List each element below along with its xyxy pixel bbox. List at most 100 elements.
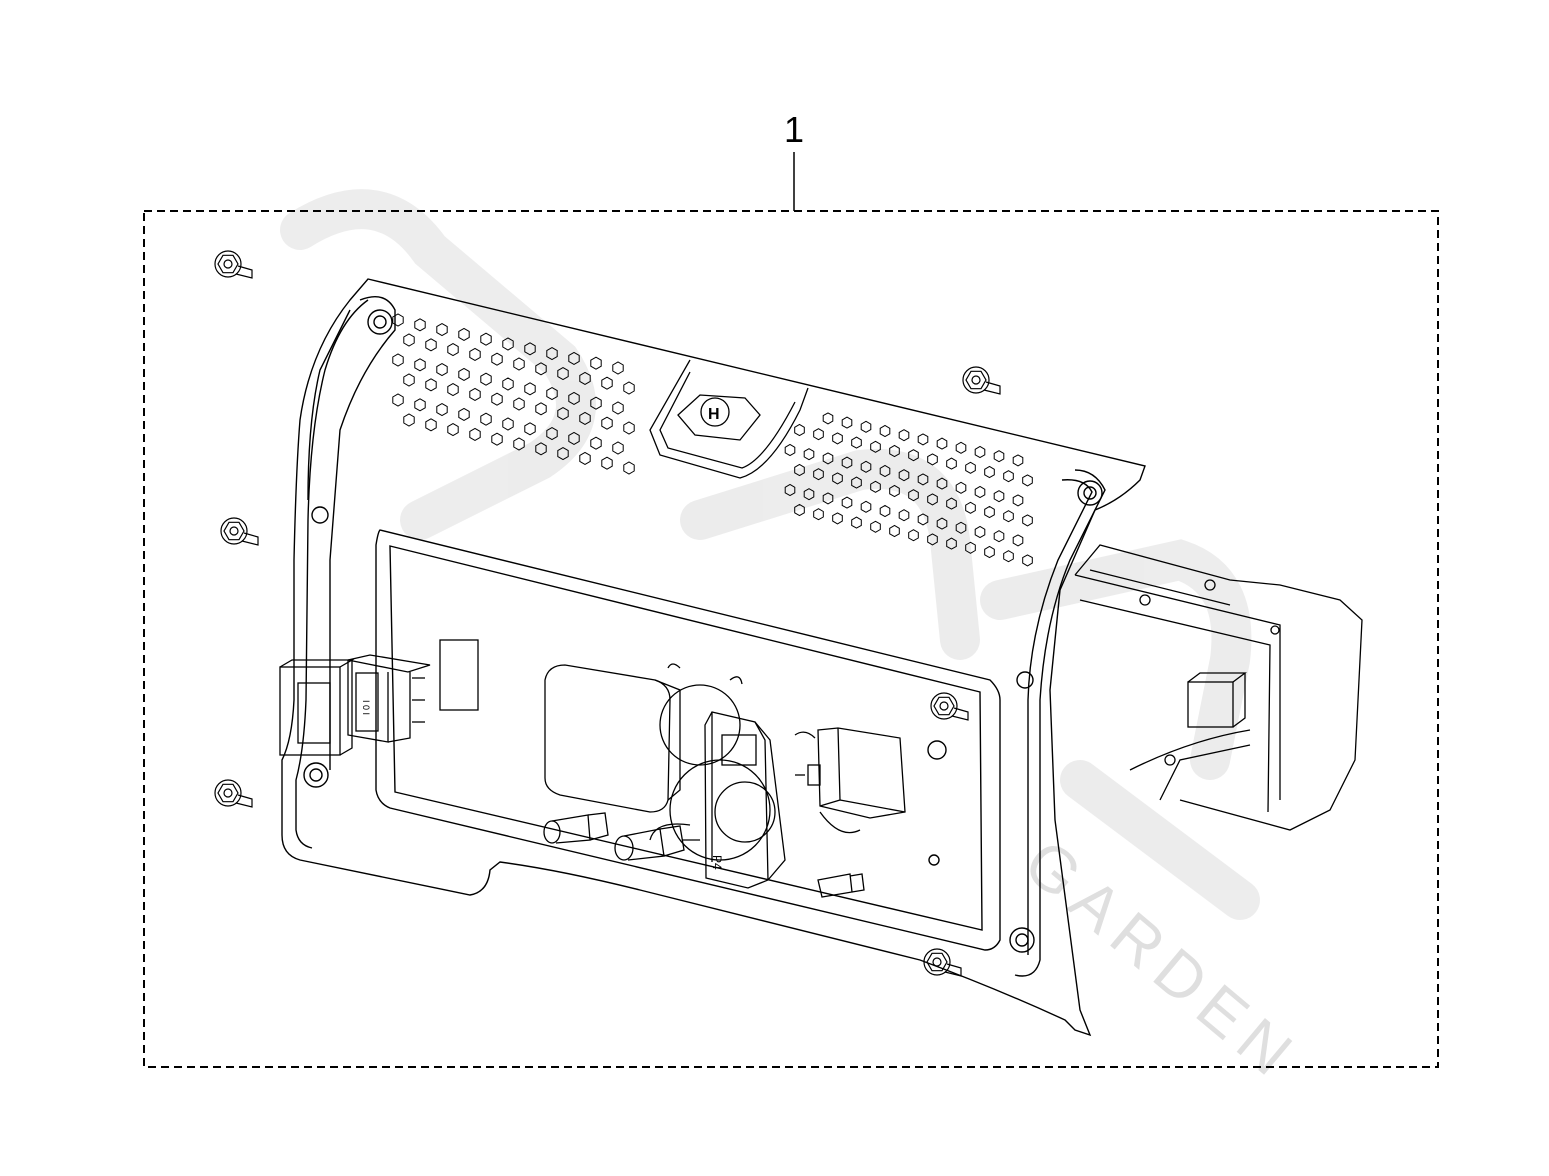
vent-hole — [832, 472, 843, 485]
vent-hole — [392, 353, 404, 367]
flange-bolt — [214, 250, 253, 279]
vent-hole — [870, 520, 881, 533]
vent-hole — [623, 381, 635, 395]
rear-housing — [1074, 544, 1363, 831]
flange-bolt — [220, 517, 259, 546]
vent-hole — [784, 443, 796, 457]
vent-hole — [889, 524, 900, 538]
vent-hole — [946, 457, 957, 470]
vent-hole — [425, 378, 437, 392]
vent-hole — [414, 398, 426, 412]
vent-hole — [965, 461, 976, 474]
vent-hole — [502, 337, 514, 351]
vent-hole — [623, 461, 635, 475]
vent-hole — [612, 401, 624, 415]
vent-hole — [414, 358, 426, 372]
flange-bolt — [962, 366, 1001, 395]
switch-marking: I 0 I — [361, 700, 371, 715]
vent-hole — [458, 327, 470, 341]
vent-hole — [392, 313, 404, 327]
vent-hole — [502, 377, 514, 391]
vent-hole — [803, 448, 815, 461]
pressure-switch — [794, 727, 906, 834]
vent-hole — [458, 407, 470, 421]
vent-hole — [601, 416, 613, 430]
vent-hole — [469, 387, 481, 401]
vent-hole — [889, 484, 900, 498]
vent-hole — [557, 447, 569, 461]
vent-hole — [974, 445, 986, 459]
trailer-socket: P4 — [704, 711, 786, 889]
vent-hole — [965, 541, 976, 554]
relay-box — [544, 664, 681, 813]
vent-hole — [436, 323, 448, 337]
vent-hole — [794, 463, 805, 477]
vent-hole — [784, 483, 796, 497]
logo-letter: H — [708, 406, 720, 423]
vent-hole — [1022, 554, 1033, 567]
vent-hole — [879, 504, 891, 518]
vent-hole — [524, 342, 536, 356]
vent-hole — [458, 367, 470, 381]
vent-hole — [1003, 510, 1014, 523]
vent-hole — [535, 402, 547, 416]
vent-hole — [822, 412, 834, 425]
vent-hole — [832, 512, 843, 525]
vent-hole — [927, 533, 938, 546]
brand-logo-badge: H — [649, 359, 809, 479]
vent-hole — [513, 357, 525, 371]
vent-hole — [1003, 470, 1014, 483]
vent-hole — [469, 347, 481, 361]
vent-hole — [480, 372, 492, 386]
vent-hole — [984, 545, 995, 559]
vent-hole — [965, 501, 976, 514]
vent-hole — [851, 436, 862, 449]
vent-hole — [889, 444, 900, 458]
vent-hole — [927, 453, 938, 466]
vent-hole — [436, 363, 448, 377]
vent-hole — [974, 525, 986, 539]
vent-hole — [860, 460, 872, 473]
vent-hole — [908, 489, 919, 502]
vent-hole — [955, 481, 967, 494]
vent-hole — [822, 452, 834, 465]
vent-hole — [590, 436, 602, 450]
vent-hole — [927, 493, 938, 506]
vent-hole — [392, 393, 404, 407]
vent-hole — [841, 496, 853, 509]
vent-hole — [403, 373, 415, 387]
vent-hole — [590, 396, 602, 410]
vent-hole — [579, 451, 591, 465]
vent-hole — [546, 347, 558, 361]
vent-hole — [993, 530, 1005, 543]
vent-hole — [936, 517, 948, 530]
vent-hole — [502, 417, 514, 431]
side-switch-block — [279, 659, 355, 756]
vent-hole — [813, 508, 824, 521]
vent-hole — [917, 513, 929, 526]
vent-hole — [908, 449, 919, 462]
vent-hole — [832, 432, 843, 445]
vent-hole — [425, 418, 437, 432]
flange-bolt — [214, 779, 253, 808]
vent-hole — [860, 500, 872, 513]
vent-hole — [946, 497, 957, 510]
vent-hole — [623, 421, 635, 435]
connector-mount — [649, 663, 776, 861]
vent-hole — [579, 411, 591, 425]
hydraulic-couplers — [543, 812, 865, 898]
vent-hole — [851, 476, 862, 489]
vent-hole — [568, 391, 580, 405]
flange-bolt — [923, 948, 962, 977]
vent-hole — [535, 362, 547, 376]
vent-hole — [535, 442, 547, 456]
vent-hole — [546, 387, 558, 401]
socket-marking: P4 — [710, 855, 724, 870]
vent-hole — [1022, 474, 1033, 487]
vent-hole — [841, 416, 853, 429]
vent-hole — [993, 490, 1005, 503]
vent-hole — [403, 333, 415, 347]
vent-hole — [984, 465, 995, 479]
